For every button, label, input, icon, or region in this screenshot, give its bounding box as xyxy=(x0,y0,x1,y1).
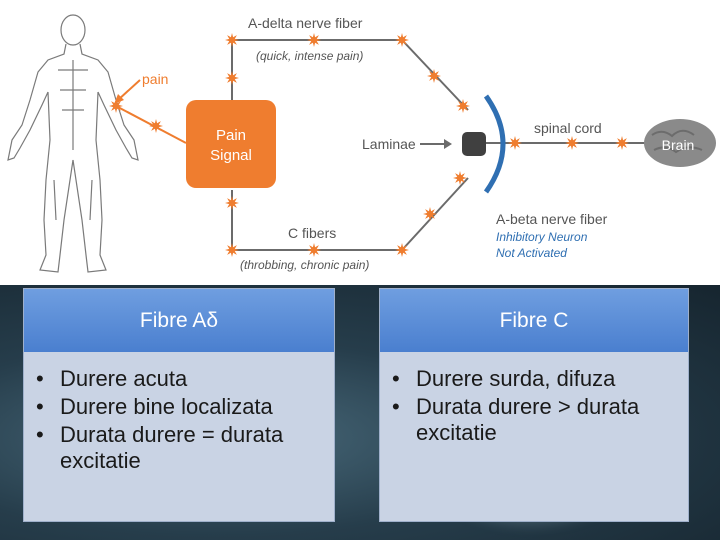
neuron-star-icon xyxy=(453,171,467,185)
neuron-star-icon xyxy=(508,136,522,150)
card-title: Fibre Aδ xyxy=(24,289,334,352)
card-fibre-c: Fibre C Durere surda, difuza Durata dure… xyxy=(379,288,689,522)
a-beta-sub1: Inhibitory Neuron xyxy=(496,230,588,244)
neuron-star-icon xyxy=(395,243,409,257)
brain-icon xyxy=(644,119,716,167)
a-delta-label: A-delta nerve fiber xyxy=(248,15,363,31)
neuron-star-icon xyxy=(565,136,579,150)
card-list: Durere surda, difuza Durata durere > dur… xyxy=(380,352,688,446)
neuron-star-icon xyxy=(427,69,441,83)
neuron-star-icon xyxy=(225,33,239,47)
list-item: Durere surda, difuza xyxy=(392,366,678,392)
brain-label: Brain xyxy=(662,137,695,153)
neuron-star-icon xyxy=(307,243,321,257)
diagram-svg: pain Pain Signal A-delta nerve fiber (qu… xyxy=(7,14,716,273)
list-item: Durata durere = durata excitatie xyxy=(36,422,324,474)
neuron-star-icon xyxy=(395,33,409,47)
a-beta-label: A-beta nerve fiber xyxy=(496,211,608,227)
a-delta-sub: (quick, intense pain) xyxy=(256,49,363,63)
pain-signal-line1: Pain xyxy=(216,127,246,144)
nerve-lines xyxy=(115,105,187,144)
list-item: Durere bine localizata xyxy=(36,394,324,420)
list-item: Durata durere > durata excitatie xyxy=(392,394,678,446)
pain-signal-line2: Signal xyxy=(210,147,252,164)
neuron-star-icon xyxy=(225,196,239,210)
c-fibers-label: C fibers xyxy=(288,225,336,241)
spinal-cord-arc xyxy=(483,94,506,194)
neuron-star-icon xyxy=(225,243,239,257)
pain-pathway-diagram: pain Pain Signal A-delta nerve fiber (qu… xyxy=(7,14,716,273)
neuron-star-icon xyxy=(149,119,163,133)
laminae-node xyxy=(462,132,486,156)
c-fibers-sub: (throbbing, chronic pain) xyxy=(240,258,369,272)
spinal-cord-label: spinal cord xyxy=(534,120,602,136)
neuron-star-icon xyxy=(307,33,321,47)
neuron-star-icon xyxy=(109,99,123,113)
pain-label: pain xyxy=(142,71,168,87)
background-panel: Fibre Aδ Durere acuta Durere bine locali… xyxy=(0,285,720,540)
neuron-star-nodes xyxy=(109,33,629,257)
pain-arrow xyxy=(114,79,141,104)
card-fibre-a-delta: Fibre Aδ Durere acuta Durere bine locali… xyxy=(23,288,335,522)
list-item: Durere acuta xyxy=(36,366,324,392)
neuron-star-icon xyxy=(225,71,239,85)
neuron-star-icon xyxy=(423,207,437,221)
card-list: Durere acuta Durere bine localizata Dura… xyxy=(24,352,334,474)
a-beta-sub2: Not Activated xyxy=(496,246,567,260)
pain-signal-box xyxy=(186,100,276,188)
laminae-arrow xyxy=(420,139,452,149)
neuron-star-icon xyxy=(456,99,470,113)
laminae-label: Laminae xyxy=(362,136,416,152)
neuron-star-icon xyxy=(615,136,629,150)
human-body-figure xyxy=(7,14,139,273)
card-title: Fibre C xyxy=(380,289,688,352)
